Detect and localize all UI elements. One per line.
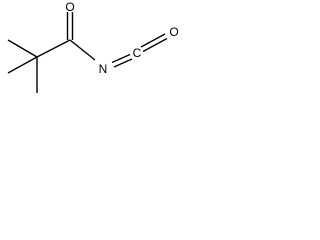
- bond-methyl-top: [7, 39, 38, 58]
- bond-quaternary-to-carbonyl: [36, 39, 71, 58]
- bond-methyl-left: [7, 56, 38, 74]
- bond-carbonyl-to-nitrogen: [69, 39, 96, 61]
- atom-label-isocyanate-oxygen: O: [169, 25, 178, 39]
- chemical-structure-drawing: O N C O: [7, 0, 179, 93]
- bond-c-o-double-b: [142, 37, 168, 53]
- atom-label-nitrogen: N: [99, 62, 108, 76]
- bond-n-c-double-a: [111, 53, 131, 64]
- atom-label-isocyanate-carbon: C: [133, 46, 142, 60]
- bond-c-o-double-a: [140, 33, 166, 48]
- bond-n-c-double-b: [113, 58, 133, 68]
- atom-label-carbonyl-oxygen: O: [65, 0, 74, 14]
